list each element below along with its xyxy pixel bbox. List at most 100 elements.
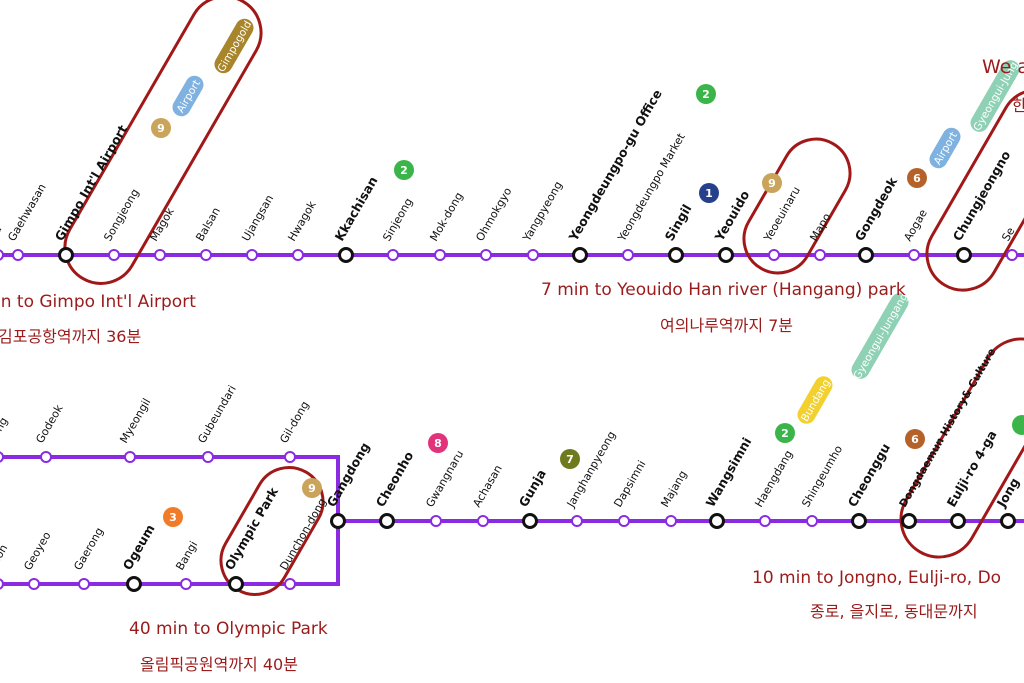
station-dot-wa — [0, 249, 4, 261]
transfer-badge-singil-1 — [699, 183, 719, 203]
station-dot-bangi — [180, 578, 192, 590]
transfer-badge-gunja-7 — [560, 449, 580, 469]
station-label-gongdeok: Gongdeok — [852, 174, 901, 244]
station-label-bangi: Bangi — [173, 539, 200, 573]
station-label-janghanpyeong: Janghanpyeong — [564, 429, 619, 510]
transfer-pill-chungjeongno-airport-bg — [929, 127, 961, 169]
caption-corner-en: We a — [982, 56, 1024, 78]
station-dot-mapo — [814, 249, 826, 261]
transfer-badge-kkachisan-2 — [394, 160, 414, 180]
transfer-pill-gimpo-airport: Airport — [172, 75, 204, 117]
station-label-singil: Singil — [662, 202, 695, 244]
station-label-gangdong: Gangdong — [324, 440, 373, 510]
station-label-yangpyeong: Yangpyeong — [520, 179, 565, 244]
station-dot-gangdong — [330, 513, 346, 529]
station-label-ogeum: Ogeum — [120, 522, 158, 573]
station-dot-majang — [665, 515, 677, 527]
station-dot-achasan — [477, 515, 489, 527]
station-label-gil-dong: Gil-dong — [277, 399, 311, 446]
station-dot-aogae — [908, 249, 920, 261]
caption-corner-ko: 한 — [1012, 96, 1024, 115]
station-dot-dapsimni — [618, 515, 630, 527]
station-dot-myeongil — [124, 451, 136, 463]
transfer-pill-wangsimni-bundang-bg — [797, 376, 833, 424]
transfer-badge-wangsimni-2 — [775, 423, 795, 443]
station-dot-chungjeongno — [956, 247, 972, 263]
station-dot-haengdang — [759, 515, 771, 527]
transfer-badge-ogeum-3 — [163, 507, 183, 527]
station-dot-olympic-park — [228, 576, 244, 592]
station-dot-gunja — [522, 513, 538, 529]
transfer-badge-gimpo-9 — [151, 118, 171, 138]
station-label-dongdaemun-history-culture: Dongdaemun History& Culture — [897, 346, 998, 509]
station-label-cheonho: Cheonho — [373, 448, 417, 509]
transfer-badge-olympic-9-number: 9 — [308, 482, 316, 495]
station-dot-songjeong — [108, 249, 120, 261]
station-dot-hwagok — [292, 249, 304, 261]
transfer-badge-cheonggu-6-number: 6 — [911, 433, 919, 446]
station-dot-geoyeo — [28, 578, 40, 590]
station-label-myeongil: Myeongil — [117, 396, 153, 445]
transfer-badge-yeongdeungpo-2 — [696, 84, 716, 104]
transfer-pill-wangsimni-gyeongui-bg — [851, 293, 909, 379]
transfer-badge-eulji-2 — [1012, 415, 1024, 435]
station-dot-singil — [668, 247, 684, 263]
transfer-pill-wangsimni-gyeongui: Gyeongui-Jungang — [851, 291, 910, 381]
transfer-pill-wangsimni-gyeongui-text: Gyeongui-Jungang — [851, 291, 910, 381]
station-label-majang: Majang — [658, 468, 689, 509]
station-dot-yeongdeungpo-market — [622, 249, 634, 261]
station-dot-gimpo-int-l-airport — [58, 247, 74, 263]
transfer-pill-chungjeongno-airport: Airport — [929, 127, 961, 169]
station-label-mok-dong: Mok-dong — [427, 190, 465, 243]
station-dot-se — [1006, 249, 1018, 261]
station-dot-gwangnaru — [430, 515, 442, 527]
station-label-gaehwasan: Gaehwasan — [5, 181, 48, 243]
station-dot-heon — [0, 578, 4, 590]
station-label-dunchon-dong: Dunchon-dong — [277, 496, 329, 572]
transfer-badge-gimpo-9-number: 9 — [157, 122, 165, 135]
callout-yeouido — [742, 137, 852, 275]
transfer-pill-gimpo-airport-bg — [172, 75, 204, 117]
station-label-se: Se — [999, 225, 1017, 244]
station-dot-gaerong — [78, 578, 90, 590]
station-label-geoyeo: Geoyeo — [21, 529, 53, 572]
station-dot-dunchon-dong — [284, 578, 296, 590]
station-dot-yangpyeong — [527, 249, 539, 261]
transfer-badge-cheonggu-6 — [905, 429, 925, 449]
station-dot-janghanpyeong — [571, 515, 583, 527]
station-label-ujangsan: Ujangsan — [239, 193, 276, 244]
transfer-pill-gimpo-gimpogold-bg — [214, 18, 254, 74]
caption-yeouido-ko: 여의나루역까지 7분 — [660, 316, 794, 335]
station-label-songjeong: Songjeong — [101, 187, 141, 244]
transfer-badge-cheonho-8 — [428, 433, 448, 453]
transfer-badge-cheonho-8-number: 8 — [434, 437, 442, 450]
station-label-hwagok: Hwagok — [285, 198, 319, 243]
station-label-magok: Magok — [147, 205, 177, 243]
transfer-pill-chungjeongno-gyeongui-bg — [970, 60, 1020, 132]
station-dot-ohmokgyo — [480, 249, 492, 261]
callout-chungjeongno — [925, 88, 1024, 292]
station-dot-gaehwasan — [12, 249, 24, 261]
transfer-pill-gimpo-gimpogold: Gimpogold — [214, 18, 254, 74]
station-label-dong: dong — [0, 415, 10, 445]
callout-dongdaemun — [899, 337, 1024, 559]
transfer-badge-gongdeok-6 — [907, 168, 927, 188]
station-label-cheonggu: Cheonggu — [845, 441, 893, 510]
station-layer — [0, 247, 1018, 592]
station-label-gubeundari: Gubeundari — [195, 383, 239, 445]
station-dot-yeongdeungpo-gu-office — [572, 247, 588, 263]
station-label-achasan: Achasan — [470, 463, 505, 510]
station-dot-eulji-ro-4-ga — [950, 513, 966, 529]
transfer-badge-kkachisan-2-number: 2 — [400, 164, 408, 177]
station-dot-gil-dong — [284, 451, 296, 463]
caption-olympic-en: 40 min to Olympic Park — [129, 619, 328, 639]
station-label-gwangnaru: Gwangnaru — [423, 448, 466, 509]
station-label-mapo: Mapo — [807, 211, 833, 244]
caption-yeouido-en: 7 min to Yeouido Han river (Hangang) par… — [541, 280, 906, 300]
station-label-gunja: Gunja — [516, 467, 549, 510]
transfer-pill-wangsimni-bundang: Bundang — [797, 376, 833, 424]
station-dot-wangsimni — [709, 513, 725, 529]
station-label-aogae: Aogae — [901, 207, 930, 244]
station-label-sinjeong: Sinjeong — [380, 196, 415, 244]
station-label-yeoeuinaru: Yeoeuinaru — [761, 184, 803, 244]
